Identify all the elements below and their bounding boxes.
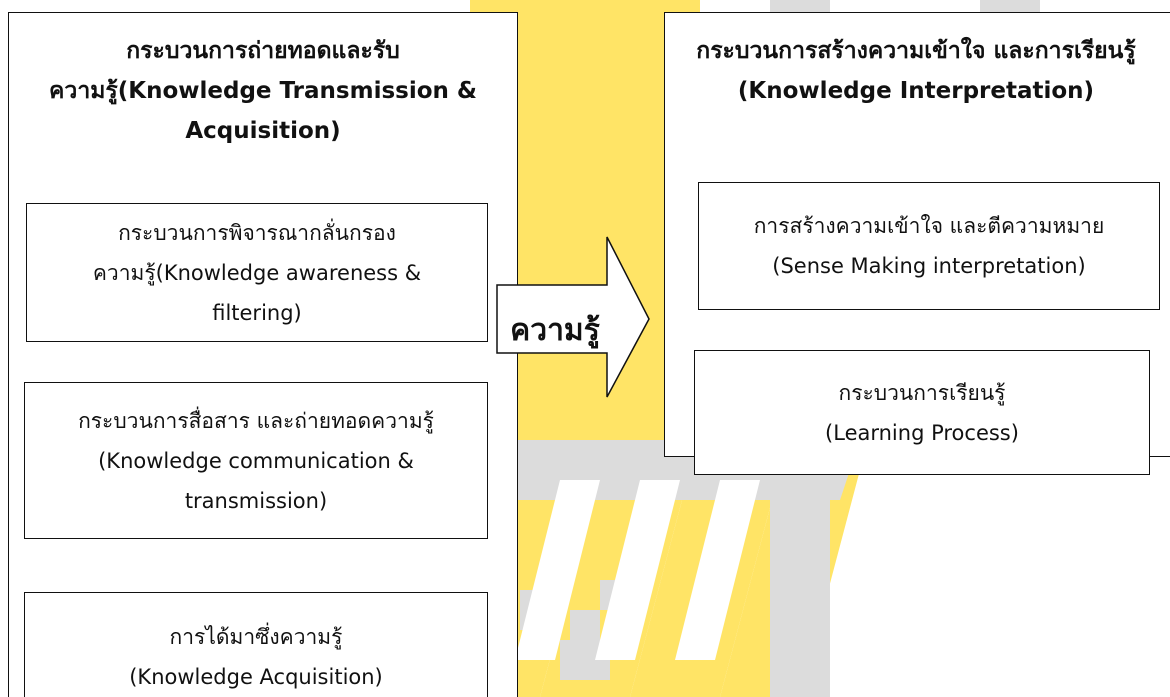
knowledge-communication-transmission-text: กระบวนการสื่อสาร และถ่ายทอดความรู้ (Know… — [78, 408, 434, 513]
right-arrow-icon — [496, 236, 650, 398]
knowledge-awareness-filtering-box: กระบวนการพิจารณากลั่นกรอง ความรู้(Knowle… — [26, 203, 488, 342]
learning-process-text: กระบวนการเรียนรู้ (Learning Process) — [825, 380, 1019, 445]
learning-process-box: กระบวนการเรียนรู้ (Learning Process) — [694, 350, 1150, 475]
knowledge-acquisition-box: การได้มาซึ่งความรู้ (Knowledge Acquisiti… — [24, 592, 488, 697]
knowledge-communication-transmission-box: กระบวนการสื่อสาร และถ่ายทอดความรู้ (Know… — [24, 382, 488, 539]
knowledge-awareness-filtering-text: กระบวนการพิจารณากลั่นกรอง ความรู้(Knowle… — [92, 220, 422, 325]
knowledge-transmission-acquisition-panel: กระบวนการถ่ายทอดและรับ ความรู้(Knowledge… — [8, 12, 518, 697]
knowledge-acquisition-text: การได้มาซึ่งความรู้ (Knowledge Acquisiti… — [129, 625, 383, 689]
knowledge-arrow-label: ความรู้ — [510, 312, 600, 348]
sense-making-interpretation-text: การสร้างความเข้าใจ และตีความหมาย (Sense … — [753, 214, 1105, 278]
right-panel-heading: กระบวนการสร้างความเข้าใจ และการเรียนรู้ … — [696, 38, 1136, 104]
sense-making-interpretation-box: การสร้างความเข้าใจ และตีความหมาย (Sense … — [698, 182, 1160, 310]
left-panel-heading: กระบวนการถ่ายทอดและรับ ความรู้(Knowledge… — [49, 38, 477, 144]
